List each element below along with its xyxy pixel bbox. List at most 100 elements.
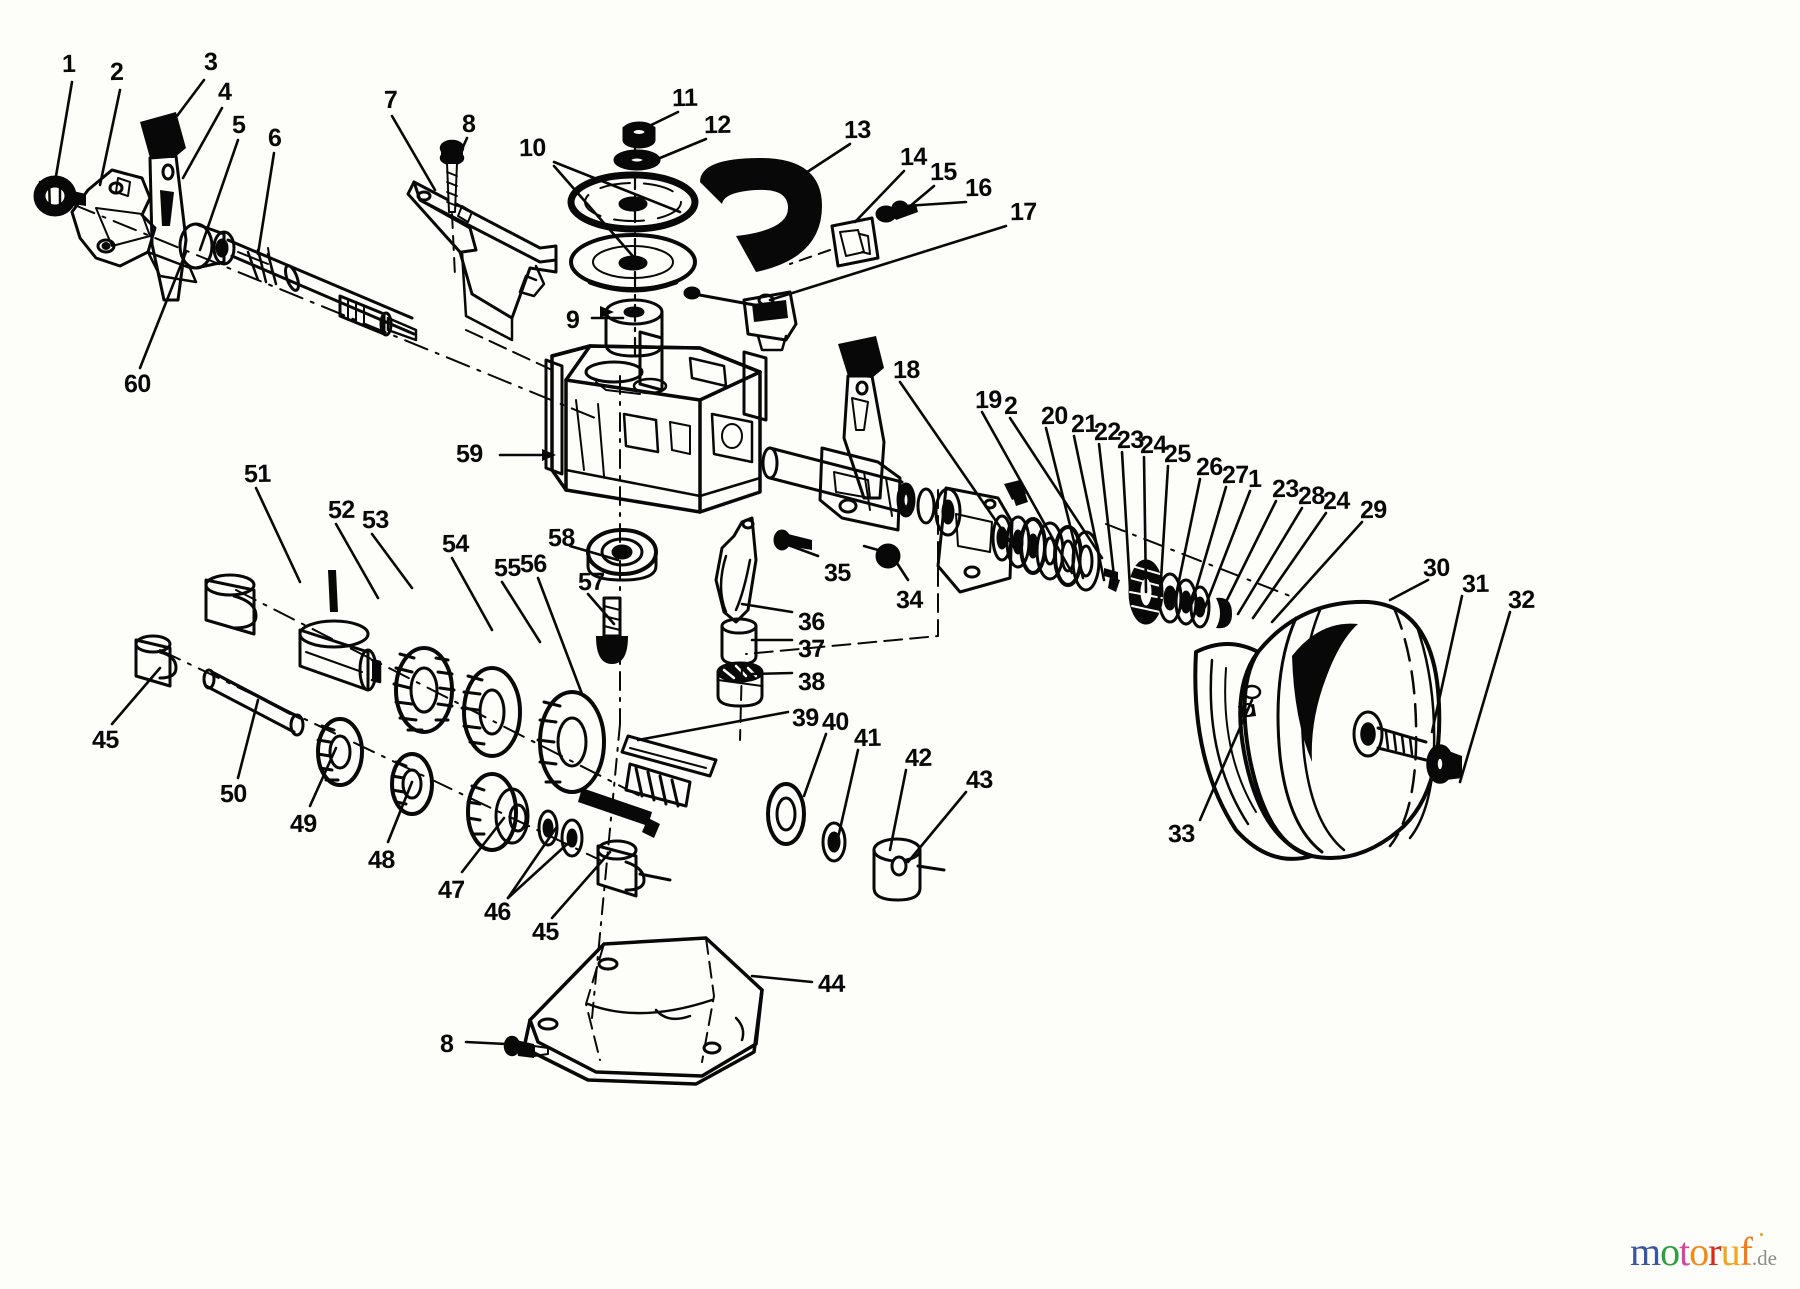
callout-number: 27 bbox=[1221, 460, 1250, 490]
callout-number: 19 bbox=[974, 385, 1003, 415]
leader-line bbox=[778, 540, 820, 558]
leader-line bbox=[98, 88, 122, 187]
callout-number: 1 bbox=[1247, 464, 1262, 494]
callout-number: 33 bbox=[1167, 819, 1196, 849]
callout-number: 51 bbox=[243, 459, 272, 489]
leader-line bbox=[464, 1040, 508, 1046]
callout-number: 38 bbox=[797, 667, 826, 697]
callout-number: 30 bbox=[1422, 553, 1451, 583]
leader-line bbox=[1120, 450, 1132, 590]
leader-line bbox=[552, 160, 682, 214]
callout-number: 5 bbox=[231, 110, 246, 140]
leader-line bbox=[110, 666, 162, 726]
leader-line bbox=[980, 410, 1074, 575]
callout-number: 59 bbox=[455, 439, 484, 469]
callout-number: 9 bbox=[565, 305, 580, 335]
callout-number: 29 bbox=[1359, 495, 1388, 525]
leader-line bbox=[893, 558, 910, 582]
leader-line bbox=[1173, 477, 1202, 602]
callout-number: 44 bbox=[817, 969, 846, 999]
leader-line bbox=[1158, 464, 1170, 598]
callout-number: 57 bbox=[577, 567, 606, 597]
leader-line bbox=[1008, 416, 1104, 560]
watermark-letter: r bbox=[1708, 1229, 1721, 1274]
callout-number: 47 bbox=[437, 875, 466, 905]
callout-number: 11 bbox=[671, 83, 698, 113]
leader-line bbox=[138, 250, 188, 370]
watermark-motoruf: motoruf.de bbox=[1630, 1228, 1777, 1275]
callout-number: 43 bbox=[965, 765, 994, 795]
callout-number: 7 bbox=[383, 85, 398, 115]
leader-line bbox=[750, 671, 794, 676]
leader-line bbox=[450, 556, 494, 632]
leader-line bbox=[906, 790, 968, 864]
leader-line bbox=[1220, 499, 1278, 612]
leader-line bbox=[1270, 520, 1364, 624]
callout-number: 13 bbox=[843, 115, 872, 145]
callout-number: 8 bbox=[461, 109, 476, 139]
leader-line bbox=[1458, 610, 1512, 784]
callout-number: 50 bbox=[219, 779, 248, 809]
callout-number: 6 bbox=[267, 123, 282, 153]
leader-line bbox=[550, 850, 612, 920]
leader-line bbox=[740, 602, 794, 614]
callout-number: 25 bbox=[1163, 439, 1192, 469]
leader-line bbox=[1142, 455, 1148, 594]
leader-line bbox=[500, 580, 542, 644]
callout-number: 3 bbox=[203, 47, 218, 77]
leader-line bbox=[658, 137, 708, 160]
callout-number: 4 bbox=[217, 77, 232, 107]
callout-number: 10 bbox=[518, 133, 547, 163]
leader-line bbox=[898, 380, 1020, 555]
callout-number: 49 bbox=[289, 809, 318, 839]
leader-line bbox=[308, 746, 338, 808]
callout-number: 23 bbox=[1271, 474, 1300, 504]
callout-number: 31 bbox=[1461, 569, 1490, 599]
leader-line bbox=[853, 169, 906, 224]
callout-number: 28 bbox=[1297, 481, 1326, 511]
callout-number: 8 bbox=[439, 1029, 454, 1059]
leader-line bbox=[903, 200, 968, 208]
leader-line bbox=[1097, 442, 1117, 587]
callout-number: 45 bbox=[531, 917, 560, 947]
leader-line bbox=[1236, 506, 1304, 616]
callout-number: 15 bbox=[929, 157, 958, 187]
leader-line bbox=[456, 136, 469, 160]
watermark-letter: m bbox=[1630, 1229, 1661, 1274]
callout-number: 40 bbox=[821, 707, 850, 737]
watermark-letter: f bbox=[1739, 1229, 1753, 1274]
callout-number: 60 bbox=[123, 369, 152, 399]
leader-line bbox=[1198, 698, 1254, 822]
leader-line bbox=[1430, 594, 1464, 734]
leader-line bbox=[1044, 426, 1085, 580]
leader-line bbox=[1072, 434, 1106, 582]
leader-line bbox=[750, 974, 814, 984]
callout-number: 52 bbox=[327, 495, 356, 525]
watermark-suffix: .de bbox=[1751, 1246, 1777, 1270]
callout-number: 53 bbox=[361, 505, 390, 535]
callout-number: 18 bbox=[892, 355, 921, 385]
leader-line bbox=[552, 164, 640, 264]
callout-number: 35 bbox=[823, 558, 852, 588]
leader-line bbox=[643, 110, 680, 130]
leader-line bbox=[198, 138, 240, 252]
callout-number: 12 bbox=[703, 110, 732, 140]
leader-line bbox=[506, 834, 578, 900]
watermark-dot bbox=[1760, 1233, 1763, 1236]
leader-line bbox=[586, 592, 616, 626]
leader-line bbox=[390, 114, 437, 192]
callout-number: 45 bbox=[91, 725, 120, 755]
callout-number: 54 bbox=[441, 529, 470, 559]
watermark-letter: o bbox=[1689, 1229, 1709, 1274]
leader-line bbox=[256, 151, 276, 256]
leader-line bbox=[802, 732, 828, 798]
leader-line bbox=[1388, 578, 1430, 602]
callout-number: 16 bbox=[964, 173, 993, 203]
callout-number: 2 bbox=[1003, 391, 1018, 421]
leader-line bbox=[166, 78, 206, 130]
leader-line bbox=[236, 698, 260, 780]
callout-number: 48 bbox=[367, 845, 396, 875]
leader-line bbox=[1251, 511, 1328, 620]
